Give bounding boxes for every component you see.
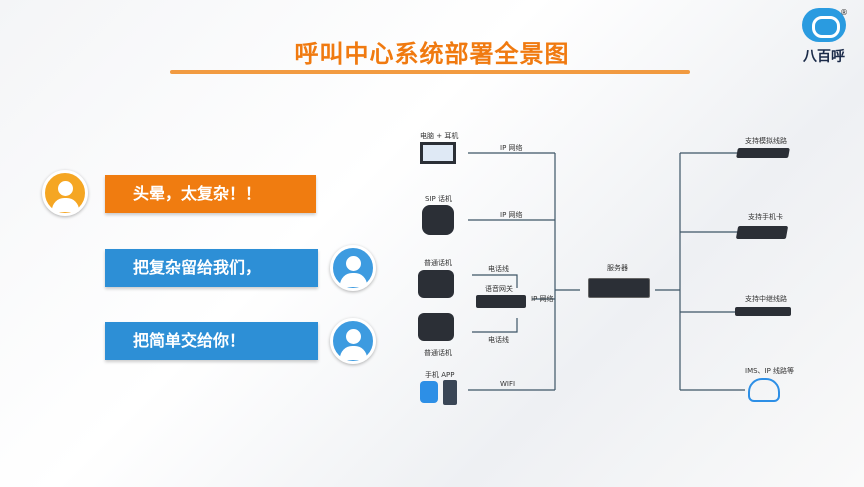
chat-bubble-reply-2: 把简单交给你！ xyxy=(105,322,318,360)
link-label: IP 网络 xyxy=(531,295,554,303)
pc-headset-icon xyxy=(420,142,456,164)
sip-phone-icon xyxy=(422,205,454,235)
device-label-app: 手机 APP xyxy=(425,371,455,379)
logo: 八百呼 ® xyxy=(796,8,852,66)
phone-line-label: 电话线 xyxy=(488,265,509,273)
registered-mark: ® xyxy=(840,8,848,17)
chat-bubble-reply-1: 把复杂留给我们， xyxy=(105,249,318,287)
device-label-pc: 电脑 + 耳机 xyxy=(420,132,459,140)
desk-phone-icon xyxy=(418,313,454,341)
logo-text: 八百呼 xyxy=(803,49,845,65)
server-label: 服务器 xyxy=(607,264,628,272)
sim-gateway-icon xyxy=(735,226,789,239)
phone-line-label: 电话线 xyxy=(488,336,509,344)
trunk-label-sim: 支持手机卡 xyxy=(748,213,783,221)
mobile-phone-icon xyxy=(443,380,457,405)
analog-gateway-icon xyxy=(736,148,790,158)
title-underline xyxy=(170,70,690,74)
cloud-icon xyxy=(748,378,780,402)
server-icon xyxy=(588,278,650,298)
page-title: 呼叫中心系统部署全景图 xyxy=(294,40,570,68)
avatar-service xyxy=(330,245,376,291)
avatar-user xyxy=(42,170,88,216)
gateway-label: 语音网关 xyxy=(485,285,513,293)
device-label-sip: SIP 话机 xyxy=(425,195,452,203)
device-label-phone: 普通话机 xyxy=(424,349,452,357)
device-label-phone: 普通话机 xyxy=(424,259,452,267)
avatar-service xyxy=(330,318,376,364)
trunk-label-digital: 支持中继线路 xyxy=(745,295,787,303)
wifi-icon xyxy=(420,381,438,403)
trunk-label-analog: 支持模拟线路 xyxy=(745,137,787,145)
trunk-label-ip: IMS、IP 线路等 xyxy=(745,367,795,375)
chat-bubble-complaint: 头晕，太复杂！！ xyxy=(105,175,316,213)
trunk-gateway-icon xyxy=(735,307,791,316)
voice-gateway-icon xyxy=(476,295,526,308)
desk-phone-icon xyxy=(418,270,454,298)
link-label: IP 网络 xyxy=(500,144,523,152)
logo-cloud-icon xyxy=(802,8,846,42)
link-label: WIFI xyxy=(500,380,516,388)
link-label: IP 网络 xyxy=(500,211,523,219)
